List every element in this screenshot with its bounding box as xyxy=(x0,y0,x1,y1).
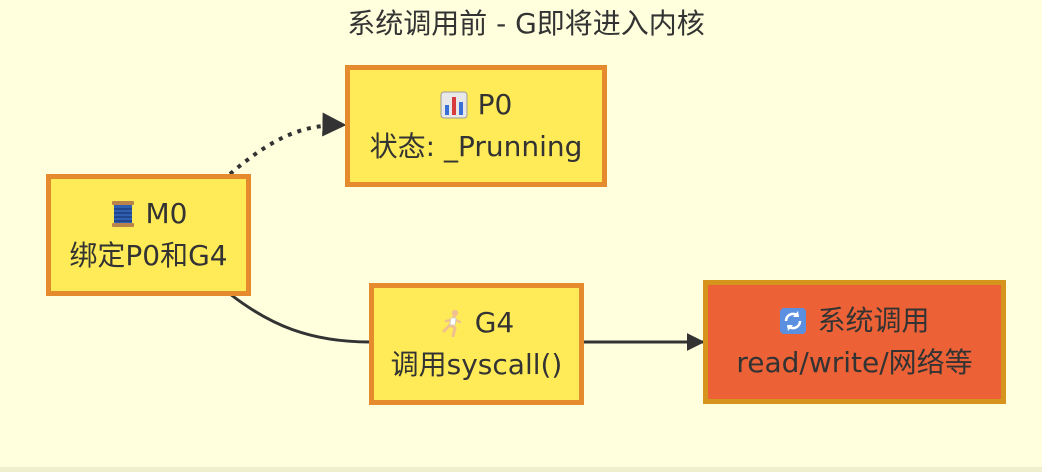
bar-chart-icon xyxy=(440,91,468,119)
p0-status: 状态: _Prunning xyxy=(369,130,583,163)
bottom-divider xyxy=(0,467,1042,472)
syscall-name: 系统调用 xyxy=(817,304,930,337)
node-p0: P0 状态: _Prunning xyxy=(345,65,607,187)
spool-of-thread-icon xyxy=(110,200,136,228)
node-syscall: 系统调用 read/write/网络等 xyxy=(703,280,1006,404)
edge-m0-p0 xyxy=(228,112,347,176)
m0-desc: 绑定P0和G4 xyxy=(69,239,228,272)
diagram-title: 系统调用前 - G即将进入内核 xyxy=(347,7,705,40)
g4-name: G4 xyxy=(474,306,515,339)
refresh-arrows-icon xyxy=(779,307,807,335)
p0-name: P0 xyxy=(477,88,513,121)
edge-m0-g4 xyxy=(229,292,371,344)
m0-name: M0 xyxy=(145,197,188,230)
node-g4: G4 调用syscall() xyxy=(369,283,584,405)
g4-desc: 调用syscall() xyxy=(390,348,563,381)
syscall-desc: read/write/网络等 xyxy=(736,346,973,379)
running-person-icon xyxy=(439,309,465,337)
node-m0: M0 绑定P0和G4 xyxy=(46,174,251,296)
